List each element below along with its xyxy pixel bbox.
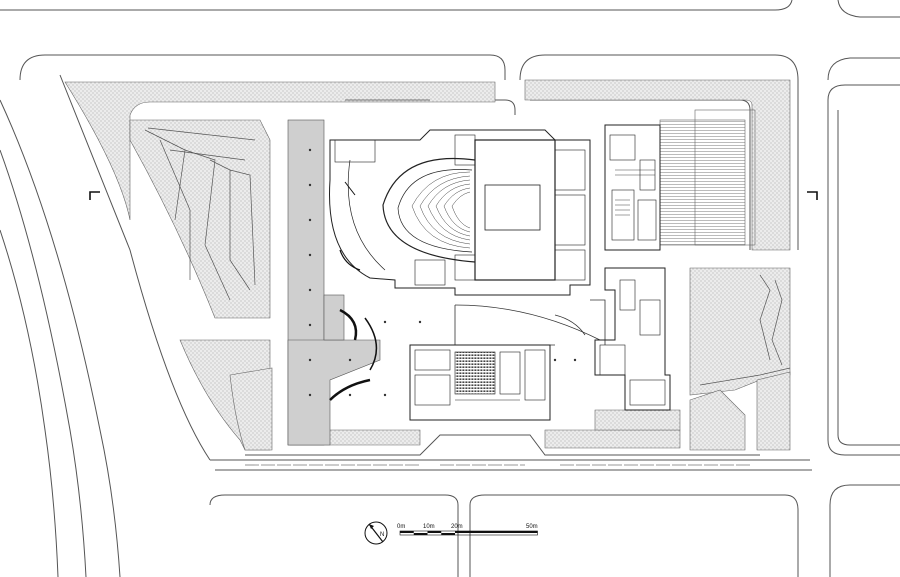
scale-bar-outline (399, 530, 538, 536)
parking-lot (659, 119, 746, 246)
main-theater (329, 129, 591, 296)
landscape-paths (144, 99, 791, 386)
scale-bar-segment (455, 531, 538, 533)
north-arrow-icon: N (364, 521, 388, 545)
east-wing-building (604, 124, 661, 251)
central-concourse (454, 299, 606, 346)
scale-bar-segment (427, 531, 442, 533)
southeast-building (594, 267, 671, 411)
scale-bar-segment (413, 533, 428, 535)
scale-label-0: 0m (397, 524, 405, 530)
gray-plaza (287, 119, 381, 446)
scale-bar-segments (399, 530, 538, 536)
scale-bar-segment (400, 531, 414, 533)
scale-bar-segment (441, 533, 455, 535)
plaza-arcs (329, 181, 378, 401)
auditorium-seating (411, 171, 471, 249)
stair-lines (615, 169, 655, 216)
scale-bar: 0m 10m 20m 50m (397, 524, 538, 536)
small-theater (409, 344, 551, 421)
landscape-areas (64, 79, 791, 451)
section-marker-icon (89, 191, 100, 200)
scale-label-10: 10m (423, 524, 435, 530)
scale-label-20: 20m (451, 524, 463, 530)
north-label: N (380, 532, 384, 538)
section-marker-icon (807, 191, 818, 200)
scale-label-50: 50m (526, 524, 538, 530)
plaza-dots (308, 148, 577, 397)
